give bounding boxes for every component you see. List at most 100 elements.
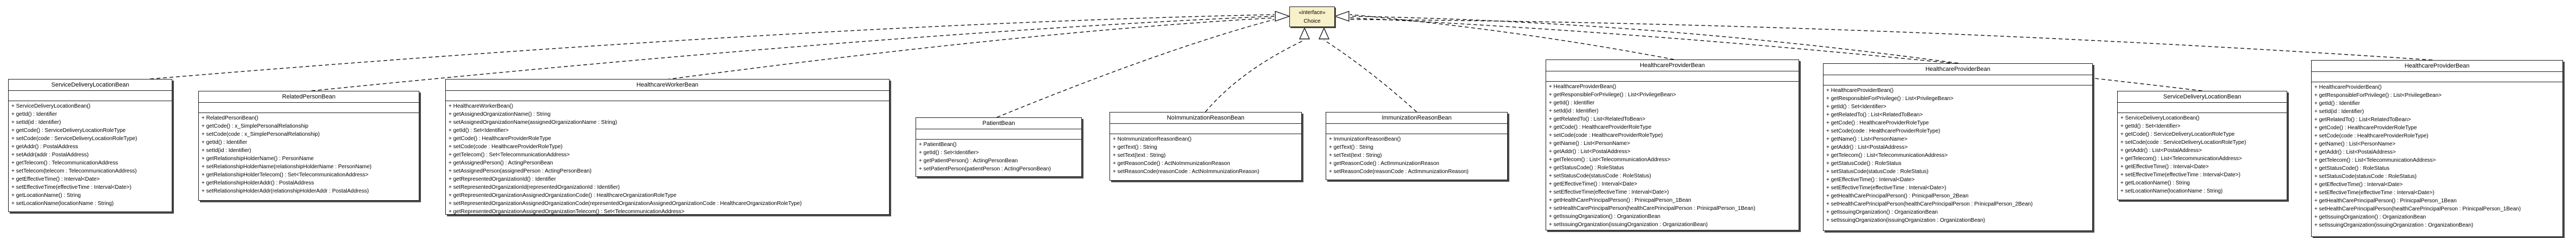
method-signature: + setPatientPerson(patientPerson : Actin… <box>919 166 1051 172</box>
method-signature: + getName() : List<PersonName> <box>1826 136 1907 142</box>
method-signature: + getAddr() : List<PostalAddress> <box>2314 149 2396 155</box>
method-signature: + setLocationName(locationName : String) <box>11 201 114 207</box>
method-signature: + getRelatedTo() : List<RelatedToBean> <box>1549 116 1646 122</box>
method-signature: + setEffectiveTime(effectiveTime : Inter… <box>1826 185 1946 191</box>
method-signature: + setCode(code : x_SimplePersonalRelatio… <box>202 131 320 137</box>
class-name: HealthcareProviderBean <box>2312 61 2562 72</box>
class-box-relatedpersonbean[interactable]: RelatedPersonBean + RelatedPersonBean()+… <box>198 91 419 201</box>
methods-compartment: + RelatedPersonBean()+ getCode() : x_Sim… <box>199 113 419 195</box>
attributes-compartment <box>1110 124 1301 134</box>
method-signature: + getCode() : HealthcareProviderRoleType <box>449 136 551 142</box>
method-signature: + getCode() : HealthcareProviderRoleType <box>1549 124 1652 130</box>
method-signature: + getId() : Set<Identifier> <box>449 128 509 134</box>
interface-stereotype: «interface» <box>1299 10 1326 16</box>
class-box-noimmunizationreasonbean[interactable]: NoImmunizationReasonBean + NoImmunizatio… <box>1109 112 1302 181</box>
method-signature: + getAddr() : PostalAddress <box>11 144 79 150</box>
method-signature: + setCode(code : HealthcareProviderRoleT… <box>1549 133 1663 138</box>
method-signature: + setLocationName(locationName : String) <box>2120 188 2223 194</box>
method-signature: + setId(id : Identifier) <box>202 148 251 154</box>
method-signature: + getRelationshipHolderAddr() : PostalAd… <box>202 180 314 186</box>
realization-arrowhead-bottom1 <box>1299 27 1310 39</box>
method-signature: + setText(text : String) <box>1113 153 1166 158</box>
method-signature: + getCode() : HealthcareProviderRoleType <box>2314 125 2417 131</box>
class-box-healthcareproviderbean-1[interactable]: HealthcareProviderBean + HealthcareProvi… <box>1546 60 1799 230</box>
method-signature: + getId() : Identifier <box>202 140 248 146</box>
method-signature: + getTelecom() : List<TelecommunicationA… <box>1826 153 1948 158</box>
method-signature: + getTelecom() : List<TelecommunicationA… <box>1549 157 1671 163</box>
method-signature: + ServiceDeliveryLocationBean() <box>2120 115 2199 121</box>
method-signature: + setHealthCarePrincipalPerson(healthCar… <box>2314 206 2521 212</box>
class-box-immunizationreasonbean[interactable]: ImmunizationReasonBean + ImmunizationRea… <box>1326 112 1508 180</box>
method-signature: + getIssuingOrganization() : Organizatio… <box>2314 214 2426 220</box>
method-signature: + setId(id : Identifier) <box>1549 108 1599 114</box>
edge-healthcareworker-to-choice <box>666 17 1275 80</box>
realization-arrowhead-bottom2 <box>1318 27 1330 39</box>
edge-healthcareprovider2-to-choice <box>1349 16 1959 64</box>
method-signature: + setId(id : Identifier) <box>2314 109 2364 115</box>
method-signature: + getHealthCarePrincipalPerson() : Prini… <box>1826 193 1969 199</box>
interface-name: Choice <box>1303 18 1321 24</box>
method-signature: + setCode(code : HealthcareProviderRoleT… <box>1826 128 1941 134</box>
class-box-servicedeliverylocationbean-1[interactable]: ServiceDeliveryLocationBean + ServiceDel… <box>8 79 172 212</box>
method-signature: + getRepresentedOrganizationAssignedOrga… <box>449 193 677 199</box>
class-name: HealthcareProviderBean <box>1824 64 2092 75</box>
edge-immunizationreason-to-choice <box>1323 39 1417 113</box>
method-signature: + getEffectiveTime() : Interval<Date> <box>11 176 100 182</box>
method-signature: + getName() : List<PersonName> <box>1549 141 1630 147</box>
attributes-compartment <box>1326 124 1507 134</box>
class-box-healthcareworkerbean[interactable]: HealthcareWorkerBean + HealthcareWorkerB… <box>445 79 890 215</box>
method-signature: + getEffectiveTime() : Interval<Date> <box>2120 164 2209 170</box>
class-name: ServiceDeliveryLocationBean <box>2118 91 2287 103</box>
method-signature: + getId() : Identifier <box>2314 101 2360 107</box>
method-signature: + setText(text : String) <box>1329 153 1382 158</box>
method-signature: + setEffectiveTime(effectiveTime : Inter… <box>2120 172 2241 178</box>
methods-compartment: + HealthcareProviderBean()+ getResponsib… <box>1824 85 2092 224</box>
method-signature: + setIssuingOrganization(issuingOrganiza… <box>1549 222 1708 228</box>
realization-arrowhead-left <box>1275 11 1291 22</box>
method-signature: + getText() : String <box>1329 144 1373 150</box>
class-box-healthcareproviderbean-3[interactable]: HealthcareProviderBean + HealthcareProvi… <box>2311 60 2563 237</box>
method-signature: + setCode(code : ServiceDeliveryLocation… <box>11 136 138 142</box>
method-signature: + getAddr() : List<PostalAddress> <box>1549 149 1631 155</box>
method-signature: + PatientBean() <box>919 142 957 148</box>
method-signature: + HealthcareProviderBean() <box>1549 84 1617 90</box>
method-signature: + RelatedPersonBean() <box>202 115 258 121</box>
method-signature: + setStatusCode(statusCode : RoleStatus) <box>2314 174 2417 180</box>
method-signature: + getId() : Identifier <box>1549 100 1595 106</box>
class-name: RelatedPersonBean <box>199 91 419 103</box>
class-box-healthcareproviderbean-2[interactable]: HealthcareProviderBean + HealthcareProvi… <box>1823 63 2093 231</box>
methods-compartment: + HealthcareProviderBean()+ getResponsib… <box>1546 82 1799 229</box>
method-signature: + getTelecom() : List<TelecommunicationA… <box>2120 156 2242 162</box>
methods-compartment: + ServiceDeliveryLocationBean() + getId()… <box>2118 113 2287 195</box>
attributes-compartment <box>446 91 889 101</box>
method-signature: + HealthcareProviderBean() <box>2314 84 2382 90</box>
method-signature: + getRelatedTo() : List<RelatedToBean> <box>1826 112 1923 118</box>
method-signature: + getId() : Set<Identifier> <box>2120 123 2181 129</box>
method-signature: + getEffectiveTime() : Interval<Date> <box>2314 182 2403 188</box>
method-signature: + getIssuingOrganization() : Organizatio… <box>1826 209 1938 215</box>
method-signature: + getId() : Identifier <box>11 111 57 117</box>
class-box-patientbean[interactable]: PatientBean + PatientBean()+ getId() : S… <box>916 117 1082 177</box>
edge-noimmunizationreason-to-choice <box>1205 39 1305 113</box>
method-signature: + setIssuingOrganization(issuingOrganiza… <box>2314 222 2474 228</box>
method-signature: + getStatusCode() : RoleStatus <box>1549 165 1624 171</box>
class-box-servicedeliverylocationbean-2[interactable]: ServiceDeliveryLocationBean + ServiceDel… <box>2117 91 2287 200</box>
method-signature: + getHealthCarePrincipalPerson() : Prini… <box>1549 197 1691 203</box>
method-signature: + getIssuingOrganization() : Organizatio… <box>1549 214 1660 220</box>
method-signature: + getTelecom() : List<TelecommunicationA… <box>2314 157 2436 163</box>
method-signature: + getRepresentedOrganizationAssignedOrga… <box>449 209 685 215</box>
method-signature: + setAssignedPerson(assignedPerson : Act… <box>449 168 592 174</box>
attributes-compartment <box>9 91 172 101</box>
methods-compartment: + NoImmunizationReasonBean()+ getText() … <box>1110 134 1301 176</box>
method-signature: + getLocationName() : String <box>11 193 81 199</box>
method-signature: + setTelecom(telecom : Telecommunication… <box>11 168 137 174</box>
method-signature: + getStatusCode() : RoleStatus <box>2314 166 2390 171</box>
edge-servicedeliverylocation1-to-choice <box>150 14 1275 80</box>
interface-box-choice[interactable]: «interface» Choice <box>1289 6 1335 27</box>
method-signature: + ServiceDeliveryLocationBean() <box>11 103 90 109</box>
attributes-compartment <box>1824 75 2092 85</box>
method-signature: + getEffectiveTime() : Interval<Date> <box>1549 181 1638 187</box>
class-name: ImmunizationReasonBean <box>1326 113 1507 124</box>
